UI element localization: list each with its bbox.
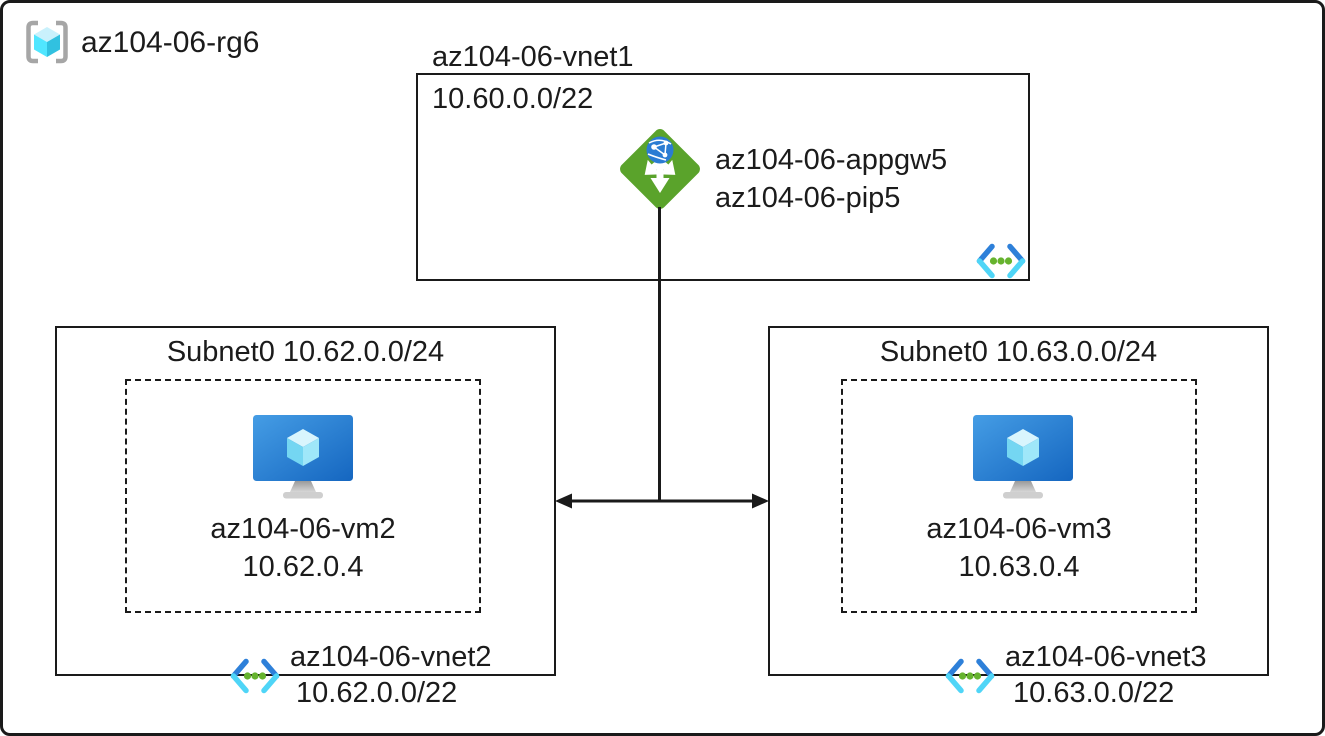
appgw-name-label: az104-06-appgw5 bbox=[715, 144, 948, 176]
vnet1-box bbox=[416, 73, 1030, 281]
vnet2-name-label: az104-06-vnet2 bbox=[290, 641, 492, 673]
virtual-network-icon bbox=[230, 658, 280, 694]
vnet3-box bbox=[768, 326, 1269, 676]
vm2-ip-label: 10.62.0.4 bbox=[242, 551, 364, 583]
subnet0-left-dashed-box bbox=[125, 379, 481, 613]
vm3-ip-label: 10.63.0.4 bbox=[958, 551, 1080, 583]
subnet0-right-label: Subnet0 10.63.0.0/24 bbox=[879, 336, 1158, 368]
resource-group-label: az104-06-rg6 bbox=[81, 26, 260, 59]
vnet3-group: Subnet0 10.63.0.0/24 az104-06-vm3 10.63.… bbox=[768, 326, 1269, 733]
appgw-pip-label: az104-06-pip5 bbox=[715, 182, 901, 214]
vm3-name-label: az104-06-vm3 bbox=[926, 513, 1112, 545]
application-gateway-icon bbox=[620, 129, 700, 209]
vnet1-cidr: 10.60.0.0/22 bbox=[432, 83, 594, 115]
subnet0-left-label: Subnet0 10.62.0.0/24 bbox=[166, 336, 445, 368]
vnet2-cidr-label: 10.62.0.0/22 bbox=[296, 677, 458, 709]
virtual-network-icon bbox=[945, 658, 995, 694]
vm2-name-label: az104-06-vm2 bbox=[210, 513, 396, 545]
subnet0-right-dashed-box bbox=[841, 379, 1197, 613]
vnet1-title: az104-06-vnet1 bbox=[432, 41, 634, 73]
appgw-connector-line bbox=[658, 207, 661, 501]
vnet3-cidr-label: 10.63.0.0/22 bbox=[1013, 677, 1175, 709]
virtual-network-icon bbox=[976, 243, 1026, 279]
vnet2-box bbox=[55, 326, 556, 676]
virtual-machine-icon bbox=[253, 415, 353, 499]
vnet2-group: Subnet0 10.62.0.0/24 az104-06-vm2 10.62.… bbox=[55, 326, 556, 733]
vnet3-name-label: az104-06-vnet3 bbox=[1005, 641, 1207, 673]
virtual-machine-icon bbox=[973, 415, 1073, 499]
resource-group-icon bbox=[26, 20, 68, 64]
peering-double-arrow bbox=[555, 493, 769, 509]
